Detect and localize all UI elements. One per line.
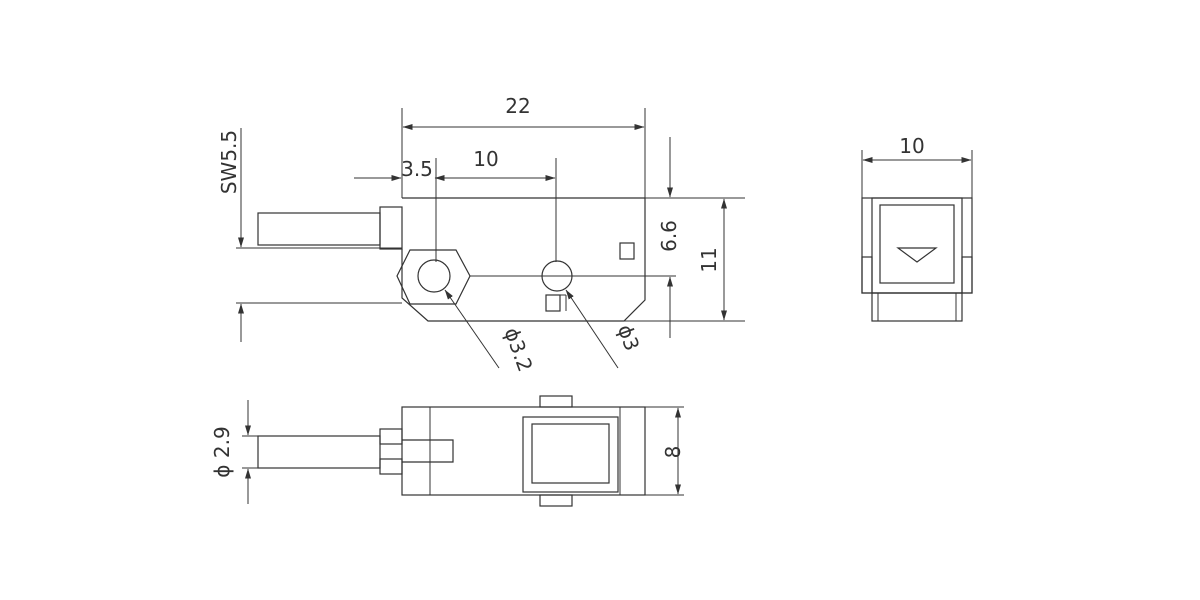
side-window-frame: [871, 197, 963, 294]
side-body: [861, 197, 973, 294]
side-base: [871, 292, 963, 322]
dimension-22: 22: [401, 94, 646, 198]
cable-bottom: [257, 435, 381, 469]
led-indicator-lower: [545, 294, 561, 312]
dim-label-3-5: 3.5: [401, 157, 433, 181]
side-flange-left: [861, 256, 873, 294]
window-inner: [531, 423, 610, 484]
dim-label-22: 22: [505, 94, 530, 118]
leader-hole-small: ϕ3: [565, 289, 644, 369]
stud-lower: [379, 458, 403, 475]
cable-gland: [379, 206, 403, 250]
dimension-8: 8: [645, 406, 685, 496]
body-bottom: [401, 406, 646, 496]
dim-label-side-10: 10: [899, 134, 924, 158]
triangle-mark-icon: [896, 247, 938, 263]
clip-bottom: [539, 494, 573, 507]
stud-upper: [379, 428, 403, 445]
dim-label-11: 11: [697, 247, 721, 272]
mount-tongue: [402, 439, 454, 463]
housing-outline: [401, 197, 646, 322]
dimension-3-5: 3.5: [354, 157, 437, 262]
clip-top: [539, 395, 573, 408]
dim-label-8: 8: [661, 446, 685, 459]
dimension-side-10: 10: [861, 134, 973, 198]
dim-label-hole-small: ϕ3: [613, 321, 644, 354]
dim-label-10: 10: [473, 147, 498, 171]
dimension-cable-diameter: ϕ 2.9: [210, 400, 258, 504]
hex-nut: [396, 249, 471, 305]
side-flange-right: [961, 256, 973, 294]
dimension-10: 10: [434, 147, 557, 262]
dim-label-6-6: 6.6: [657, 220, 681, 252]
led-indicator-upper: [619, 242, 635, 260]
cable: [257, 212, 381, 246]
dim-label-hole-large: ϕ3.2: [500, 324, 538, 374]
bottom-view: [257, 395, 646, 507]
side-view: [861, 197, 973, 322]
dimension-6-6: 6.6: [645, 137, 745, 338]
dim-label-cable-diameter: ϕ 2.9: [210, 426, 234, 477]
dimension-11: 11: [624, 198, 745, 322]
window-frame: [522, 416, 619, 493]
dimension-sw5-5: SW5.5: [217, 128, 402, 342]
side-window-inner: [879, 204, 955, 284]
hole-large: [417, 259, 451, 293]
dim-label-sw5-5: SW5.5: [217, 130, 241, 194]
leader-hole-large: ϕ3.2: [444, 289, 538, 375]
